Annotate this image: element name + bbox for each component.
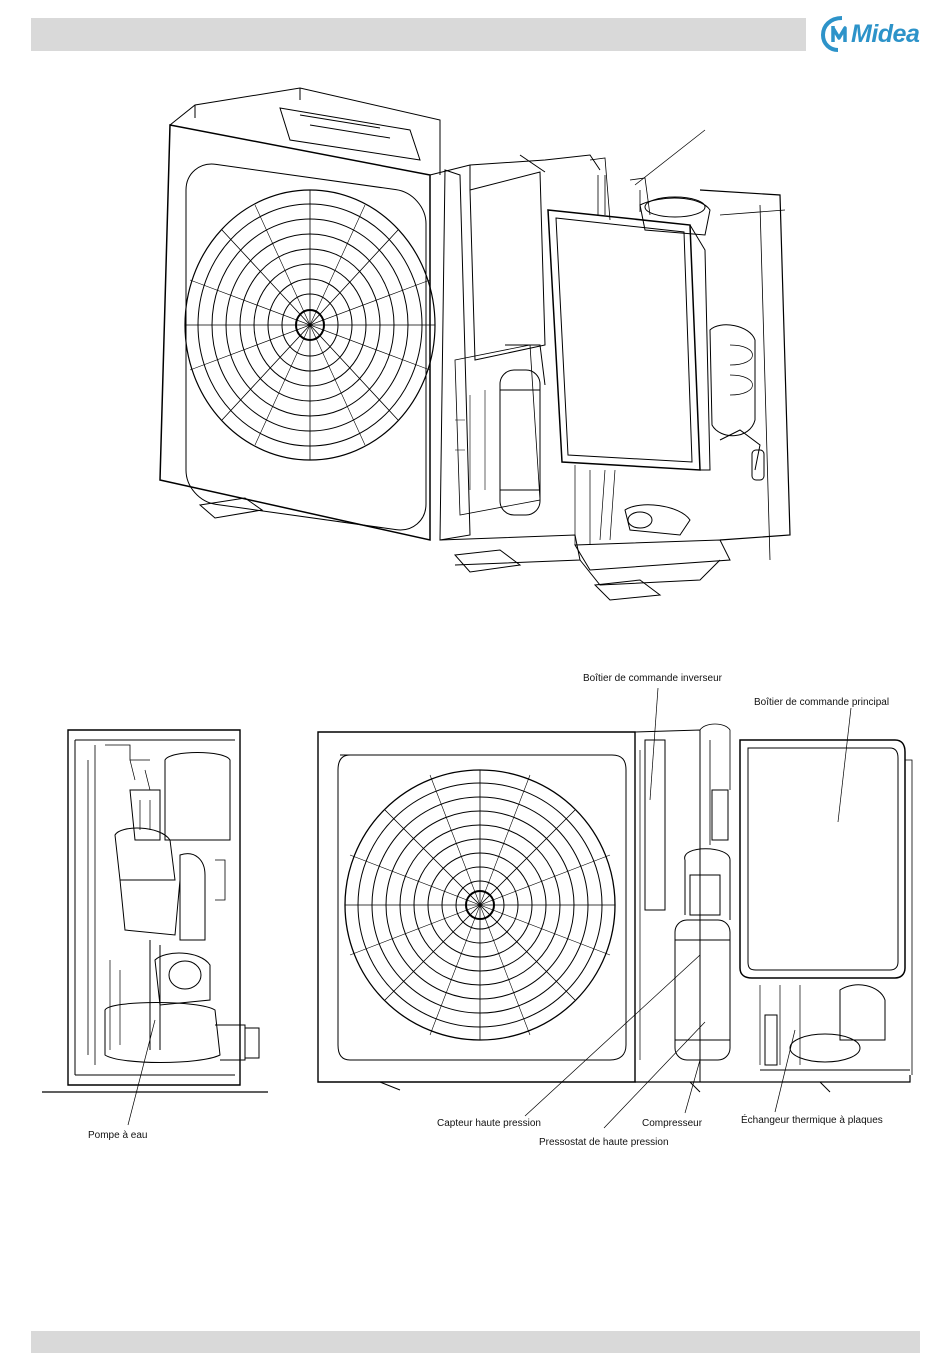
label-inverter-box: Boîtier de commande inverseur bbox=[583, 673, 722, 684]
label-compressor: Compresseur bbox=[642, 1118, 702, 1129]
label-hp-switch: Pressostat de haute pression bbox=[539, 1137, 669, 1148]
label-water-pump: Pompe à eau bbox=[88, 1130, 148, 1141]
label-hp-sensor: Capteur haute pression bbox=[437, 1118, 541, 1129]
label-main-box: Boîtier de commande principal bbox=[754, 697, 889, 708]
label-plate-hex: Échangeur thermique à plaques bbox=[741, 1115, 883, 1126]
